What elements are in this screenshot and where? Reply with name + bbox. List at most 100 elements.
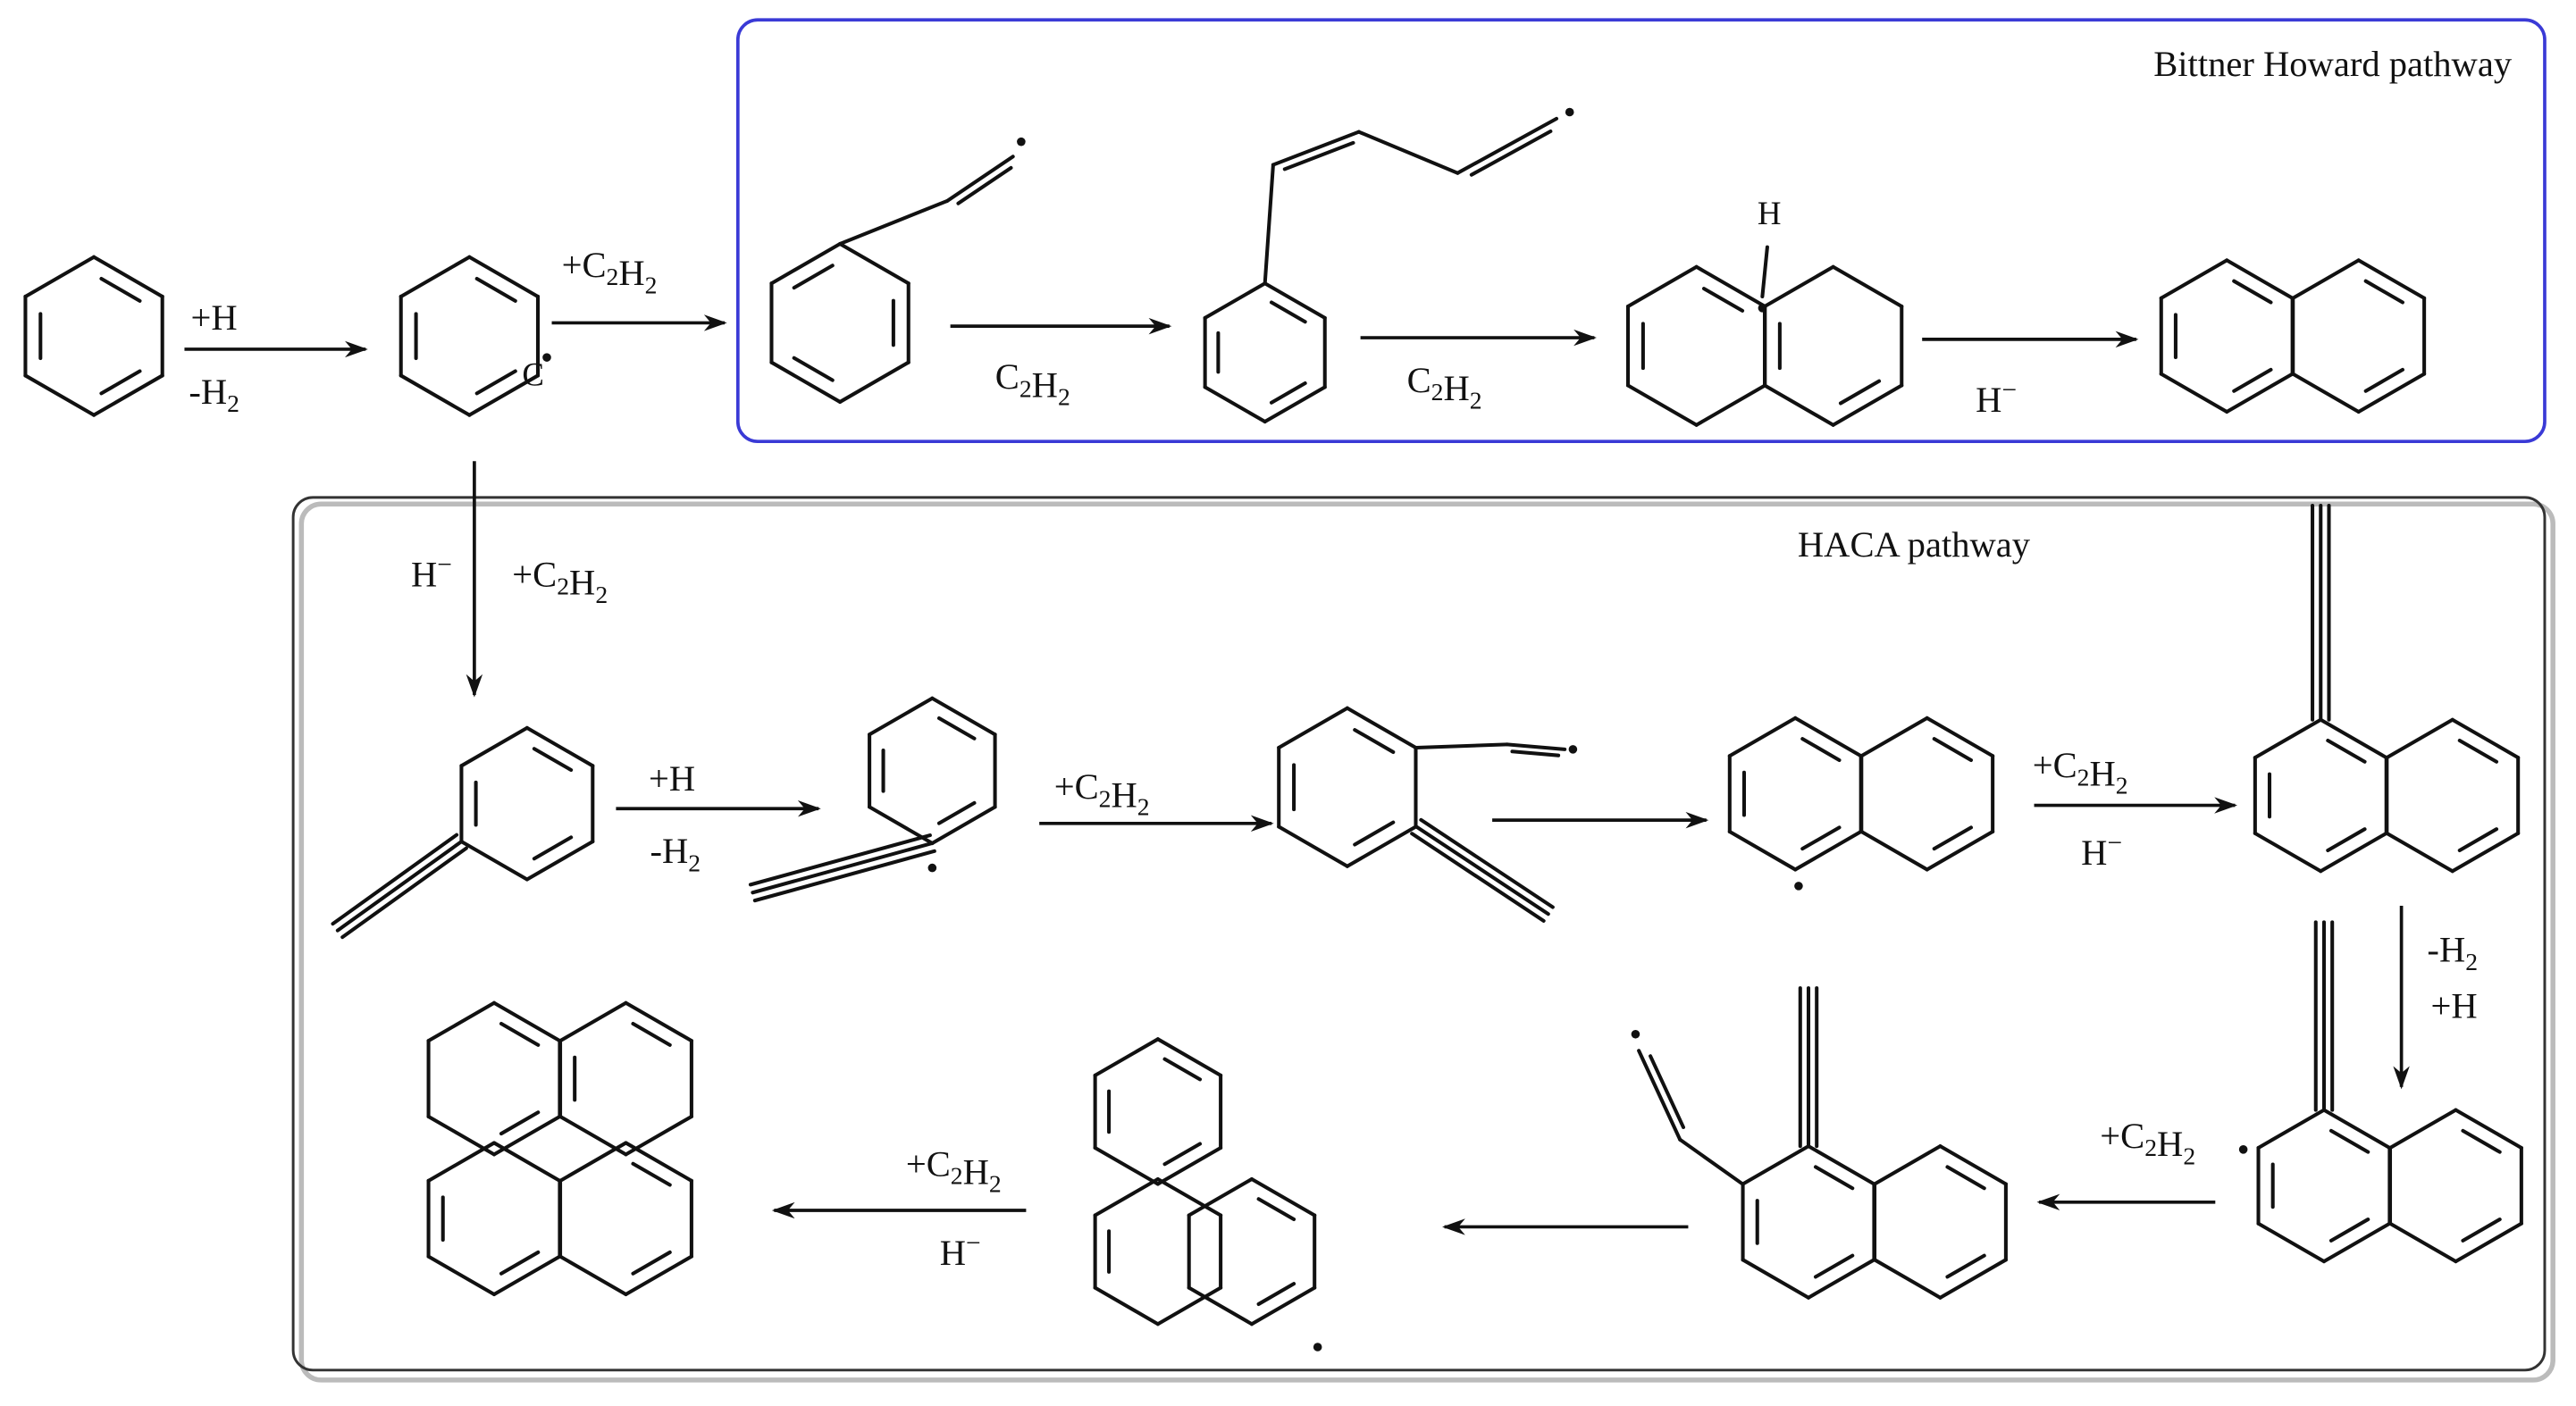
bittner-howard-title: Bittner Howard pathway bbox=[2153, 44, 2513, 84]
phenanthryl-right-bond bbox=[1187, 1176, 1254, 1218]
ethynylnaphthyl-left-double-bond bbox=[2328, 1128, 2370, 1154]
phenylbutadienyl-ring-double-bond bbox=[1269, 381, 1307, 405]
phenanthryl-middle-bond bbox=[1093, 1285, 1160, 1326]
benzene-double-bond bbox=[99, 276, 142, 303]
bh-intermediate-ring-right-bond bbox=[1831, 383, 1904, 427]
naphthyl-left-bond bbox=[1727, 830, 1798, 872]
ethynylnaphthalene-right-bond bbox=[2450, 717, 2521, 760]
phenylvinyl-ring-double-bond bbox=[792, 356, 835, 382]
bh-intermediate-h-bond bbox=[1760, 245, 1769, 298]
phenanthryl-right-bond bbox=[1249, 1285, 1317, 1326]
pyrene-bottom-left-bond bbox=[491, 1254, 562, 1297]
vinyl-ethynylbenzene-ring-bond bbox=[1345, 706, 1418, 750]
ethynylnaphthalene-left-bond bbox=[2253, 831, 2323, 874]
phenanthryl-right-double-bond bbox=[1256, 1282, 1296, 1306]
ethynylphenyl-triple bbox=[751, 841, 935, 895]
bh-intermediate-h-label: H bbox=[1758, 195, 1782, 231]
phenylacetylene-ring-bond bbox=[524, 840, 595, 882]
phenylvinyl-double bbox=[944, 155, 1015, 204]
phenylvinyl-chain bbox=[838, 199, 949, 246]
r5-below: H− bbox=[1976, 376, 2017, 420]
ethynylnaphthalene-left-double-bond bbox=[2326, 827, 2367, 853]
pyrene-bottom-right-bond bbox=[558, 1254, 628, 1297]
vinyl-ethynylnaphthalene-left-bond bbox=[1741, 1258, 1811, 1300]
naphthyl-left-bond bbox=[1727, 716, 1798, 758]
pyrene-bottom-right-bond bbox=[624, 1141, 693, 1183]
phenanthryl-right-bond bbox=[1187, 1285, 1254, 1326]
phenylacetylene-ring-double-bond bbox=[532, 835, 574, 861]
phenyl-radical-dot bbox=[542, 353, 551, 362]
bittner-howard-panel bbox=[735, 18, 2547, 444]
ethynylphenyl-triple bbox=[752, 849, 936, 903]
phenyl-radical-bond bbox=[467, 255, 541, 298]
naphthyl-right-double-bond bbox=[1932, 825, 1974, 851]
naphthalene-left-bond bbox=[2225, 372, 2295, 414]
phenanthryl-top-bond bbox=[1155, 1145, 1223, 1186]
phenanthryl-middle-bond bbox=[1155, 1176, 1223, 1218]
butadienyl-double-2 bbox=[1456, 116, 1558, 175]
butadienyl-double-2 bbox=[1469, 130, 1553, 177]
phenanthryl-top-bond bbox=[1155, 1037, 1223, 1077]
vinyl-dot bbox=[1568, 745, 1578, 754]
ethynylnaphthyl-right-bond bbox=[2387, 1108, 2458, 1150]
butadienyl-dot bbox=[1565, 107, 1574, 117]
phenylbutadienyl-ring-bond bbox=[1203, 281, 1267, 320]
phenanthryl-top-bond bbox=[1093, 1037, 1160, 1077]
naphthyl-left-double-bond bbox=[1800, 825, 1842, 851]
haca-title: HACA pathway bbox=[1798, 524, 2031, 565]
r7-above: +H bbox=[649, 758, 695, 799]
ethynylphenyl-ring-bond bbox=[930, 805, 997, 845]
phenylvinyl-ring-bond bbox=[838, 241, 910, 286]
naphthalene-right-bond bbox=[2356, 258, 2427, 300]
benzene-bond bbox=[23, 255, 96, 298]
naphthalene-left-bond bbox=[2225, 258, 2295, 300]
ethynylnaphthalene-left-bond bbox=[2319, 717, 2388, 760]
benzene-bond bbox=[92, 255, 164, 298]
naphthyl-right-bond bbox=[1859, 716, 1929, 758]
pyrene-bottom-right-bond bbox=[624, 1254, 693, 1297]
ethynylnaphthyl-left-bond bbox=[2321, 1108, 2392, 1150]
naphthyl-right-double-bond bbox=[1932, 737, 1974, 762]
bh-intermediate-ring-right-bond bbox=[1762, 264, 1835, 309]
vinyl-ethynylnaphthalene-right-bond bbox=[1873, 1144, 1942, 1186]
vinyl-ethynylnaphthalene-chain bbox=[1678, 1137, 1745, 1186]
benzene-bond bbox=[23, 373, 96, 417]
phenylacetylene-ring-double-bond bbox=[532, 747, 574, 773]
molecule-structures bbox=[23, 116, 2523, 1326]
ethynylnaphthalene-left-bond bbox=[2319, 831, 2388, 874]
phenanthryl-right-double-bond bbox=[1256, 1197, 1296, 1222]
ethynylphenyl-ring-double-bond bbox=[936, 716, 977, 741]
ethynylnaphthyl-right-bond bbox=[2387, 1221, 2458, 1264]
ethynylphenyl-ring-double-bond bbox=[936, 800, 977, 825]
ethynylnaphthyl-left-double-bond bbox=[2328, 1218, 2370, 1243]
phenylacetylene-triple bbox=[340, 846, 468, 940]
pyrene-top-left-double-bond bbox=[499, 1022, 541, 1047]
phenylacetylene-triple bbox=[331, 833, 459, 926]
bh-intermediate-ring-right-bond bbox=[1762, 383, 1835, 427]
phenylacetylene-ring-bond bbox=[524, 725, 595, 768]
phenylacetylene-ring-bond bbox=[459, 725, 529, 768]
bh-intermediate-ring-right-double-bond bbox=[1838, 379, 1882, 406]
ethynylnaphthyl-left-bond bbox=[2256, 1221, 2326, 1264]
ethynylnaphthalene-right-bond bbox=[2450, 831, 2521, 874]
r3-below: C2H2 bbox=[995, 356, 1070, 410]
pyrene-top-left-double-bond bbox=[499, 1110, 541, 1136]
vinyl-ethynylbenzene-ring-bond bbox=[1345, 824, 1418, 868]
phenanthryl-dot bbox=[1313, 1343, 1322, 1352]
ethynylnaphthyl-right-bond bbox=[2454, 1221, 2523, 1264]
pyrene-bottom-left-bond bbox=[426, 1141, 497, 1183]
bh-intermediate-ring-left-bond bbox=[1694, 383, 1767, 427]
butadienyl-double-1 bbox=[1271, 130, 1361, 167]
phenyl-radical-bond bbox=[399, 255, 472, 298]
phenylbutadienyl-ring-bond bbox=[1263, 281, 1327, 320]
bh-intermediate-dot bbox=[1758, 304, 1767, 313]
phenylbutadienyl-ring-double-bond bbox=[1269, 300, 1307, 324]
naphthalene-left-double-bond bbox=[2232, 367, 2273, 393]
bh-intermediate-ring-left-bond bbox=[1625, 383, 1699, 427]
r6-right: +C2H2 bbox=[512, 554, 608, 607]
ethynylnaphthalene-left-bond bbox=[2253, 717, 2323, 760]
r12-above: +C2H2 bbox=[2100, 1116, 2195, 1169]
vinyl-ethynylbenzene-triple bbox=[1414, 824, 1550, 916]
vinyl-ethynylnaphthalene-double bbox=[1637, 1049, 1682, 1142]
phenanthryl-right-bond bbox=[1249, 1176, 1317, 1218]
